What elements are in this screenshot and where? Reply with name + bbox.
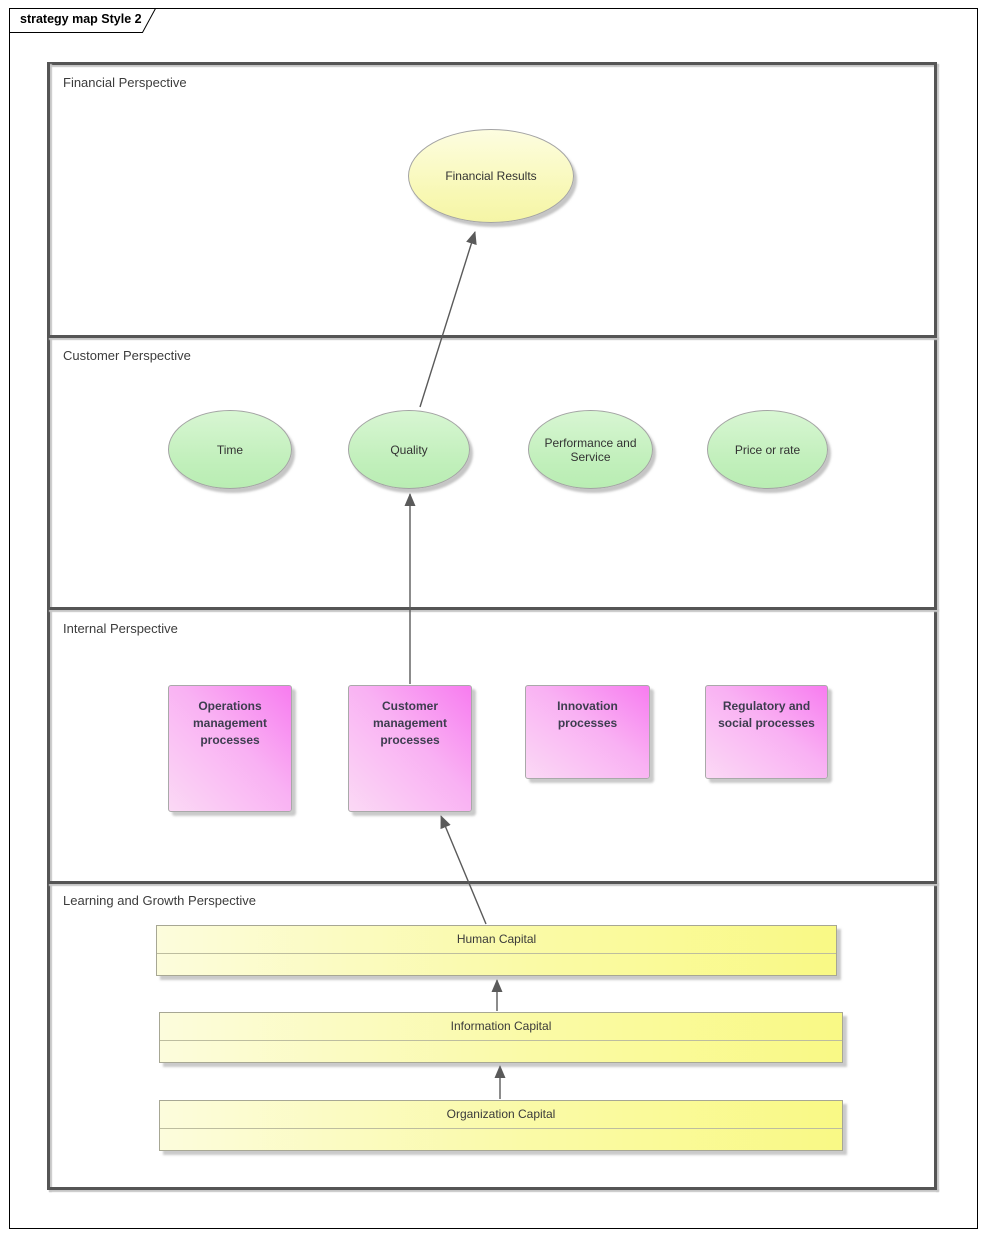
diagram-title-tab: strategy map Style 2	[9, 8, 159, 33]
node-operations-management-processes[interactable]: Operations management processes	[168, 685, 292, 812]
node-innovation-processes[interactable]: Innovation processes	[525, 685, 650, 779]
node-organization-capital-label: Organization Capital	[160, 1101, 842, 1129]
frame-right-edge	[934, 62, 937, 1190]
lane-label-financial: Financial Perspective	[63, 75, 187, 90]
lane-label-customer: Customer Perspective	[63, 348, 191, 363]
node-organization-capital-compartment	[160, 1129, 842, 1151]
diagram-title: strategy map Style 2	[20, 12, 142, 26]
node-organization-capital[interactable]: Organization Capital	[159, 1100, 843, 1151]
node-performance-and-service[interactable]: Performance and Service	[528, 410, 653, 489]
node-human-capital[interactable]: Human Capital	[156, 925, 837, 976]
node-price-or-rate-label: Price or rate	[734, 442, 801, 457]
frame-left-edge	[47, 62, 50, 1190]
node-quality[interactable]: Quality	[348, 410, 470, 489]
node-regulatory-and-social-processes[interactable]: Regulatory and social processes	[705, 685, 828, 779]
node-information-capital-compartment	[160, 1041, 842, 1063]
node-innovation-processes-label: Innovation processes	[557, 699, 618, 730]
lane-label-learning-growth: Learning and Growth Perspective	[63, 893, 256, 908]
page-border	[9, 8, 978, 1229]
lane-label-internal: Internal Perspective	[63, 621, 178, 636]
node-financial-results-label: Financial Results	[445, 169, 537, 183]
node-time-label: Time	[216, 442, 244, 457]
node-time[interactable]: Time	[168, 410, 292, 489]
node-price-or-rate[interactable]: Price or rate	[707, 410, 828, 489]
node-information-capital[interactable]: Information Capital	[159, 1012, 843, 1063]
frame-bottom-edge	[47, 1187, 937, 1190]
node-quality-label: Quality	[390, 442, 428, 457]
lane-separator-1	[47, 335, 937, 338]
node-customer-management-processes[interactable]: Customer management processes	[348, 685, 472, 812]
lane-separator-2	[47, 607, 937, 610]
node-regulatory-and-social-processes-label: Regulatory and social processes	[718, 699, 815, 730]
node-financial-results[interactable]: Financial Results	[408, 129, 574, 223]
node-operations-management-processes-label: Operations management processes	[192, 699, 268, 747]
title-tab-shape	[9, 8, 157, 33]
node-information-capital-label: Information Capital	[160, 1013, 842, 1041]
node-customer-management-processes-label: Customer management processes	[372, 699, 448, 747]
node-human-capital-label: Human Capital	[157, 926, 836, 954]
frame-top-edge	[47, 62, 937, 65]
lane-separator-3	[47, 881, 937, 884]
node-human-capital-compartment	[157, 954, 836, 976]
node-performance-and-service-label: Performance and Service	[544, 435, 637, 464]
